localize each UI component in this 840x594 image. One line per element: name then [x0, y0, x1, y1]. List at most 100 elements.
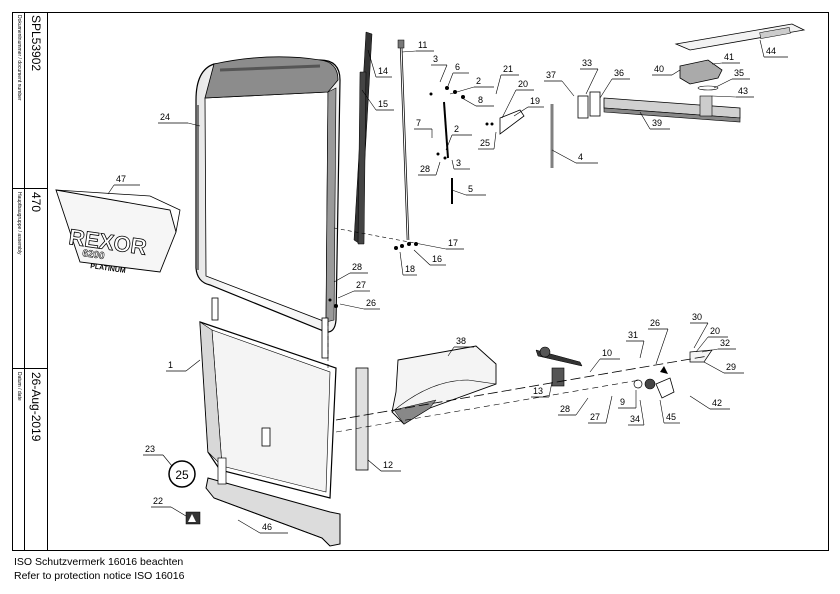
callout-leader	[333, 272, 351, 283]
callout-leader	[639, 399, 645, 426]
callout-number: 27	[590, 412, 600, 422]
callout-39: 39	[639, 111, 670, 130]
callout-23: 23	[143, 444, 173, 467]
callout-30: 30	[690, 312, 709, 349]
lower-door-panel	[199, 321, 337, 499]
callout-number: 23	[145, 444, 155, 454]
callout-leader	[513, 106, 529, 117]
callout-number: 46	[262, 522, 272, 532]
callout-number: 11	[418, 40, 427, 50]
callout-20: 20	[501, 79, 534, 119]
callout-leader	[401, 50, 417, 53]
callout-number: 26	[366, 298, 376, 308]
callout-leader	[399, 251, 404, 276]
callout-17: 17	[419, 238, 464, 250]
callout-number: 39	[652, 118, 662, 128]
callout-number: 13	[533, 386, 543, 396]
callout-leader	[589, 358, 601, 373]
callout-16: 16	[413, 249, 446, 266]
callout-45: 45	[659, 399, 680, 424]
hinge-cover	[679, 59, 723, 91]
number-badge: 25	[168, 460, 196, 488]
callout-number: 38	[456, 336, 466, 346]
callout-6: 6	[447, 62, 469, 87]
callout-number: 44	[766, 46, 776, 56]
callout-leader	[449, 86, 475, 95]
callout-25: 25	[478, 131, 497, 150]
badge-number: 25	[175, 468, 189, 482]
callout-24: 24	[158, 112, 201, 127]
callout-36: 36	[599, 68, 630, 99]
callout-leader	[445, 134, 453, 151]
callout-leader	[689, 395, 711, 410]
callout-8: 8	[461, 95, 494, 107]
callout-38: 38	[447, 336, 474, 357]
callout-leader	[419, 243, 447, 250]
callout-27: 27	[588, 395, 613, 424]
callout-leader	[639, 340, 645, 359]
callout-leader	[185, 359, 201, 372]
callout-29: 29	[703, 361, 744, 374]
callout-number: 4	[578, 152, 583, 162]
callout-number: 28	[560, 404, 570, 414]
callout-leader	[435, 161, 441, 176]
callout-leader	[713, 78, 733, 89]
guard-plate	[391, 345, 497, 425]
callout-leader	[237, 519, 261, 534]
callout-32: 32	[701, 338, 736, 353]
callout-42: 42	[689, 395, 730, 410]
callout-leader	[701, 348, 719, 353]
callout-leader	[367, 459, 382, 472]
callout-number: 43	[738, 86, 748, 96]
callout-34: 34	[628, 399, 645, 426]
callout-40: 40	[652, 64, 681, 76]
callout-44: 44	[759, 39, 788, 58]
callout-number: 24	[160, 112, 170, 122]
callout-number: 18	[405, 264, 415, 274]
callout-13: 13	[531, 381, 553, 398]
callout-15: 15	[361, 89, 394, 111]
assembly-cell: Hauptbaugruppe / assembly 470	[12, 189, 48, 369]
doc-number-cell: Dokumentnummer / document number SPL5390…	[12, 12, 48, 189]
callout-leader	[187, 122, 201, 127]
callout-leader	[671, 69, 681, 76]
callout-46: 46	[237, 519, 288, 534]
callout-2: 2	[449, 76, 494, 95]
callout-number: 25	[480, 138, 490, 148]
hinge-rail	[577, 91, 741, 123]
callout-number: 47	[116, 174, 126, 184]
callout-18: 18	[399, 251, 417, 276]
callout-leader	[461, 97, 477, 107]
callout-number: 5	[468, 184, 473, 194]
callout-leader	[655, 328, 669, 365]
title-block-divider	[24, 12, 25, 551]
callout-leader	[451, 189, 467, 196]
callout-leader	[605, 395, 613, 424]
callout-10: 10	[589, 348, 620, 373]
callout-19: 19	[513, 96, 544, 117]
callout-leader	[599, 78, 613, 99]
callout-4: 4	[551, 149, 598, 164]
callout-number: 9	[620, 397, 625, 407]
callout-number: 45	[666, 412, 676, 422]
callout-number: 33	[582, 58, 592, 68]
callout-leader	[659, 399, 665, 424]
callout-3: 3	[431, 54, 448, 83]
sticker-22	[185, 511, 201, 525]
callout-leader	[639, 111, 651, 130]
lock-assembly	[535, 346, 713, 399]
callout-leader	[339, 303, 365, 310]
callout-leader	[495, 74, 502, 95]
callout-number: 1	[168, 360, 173, 370]
callout-number: 20	[518, 79, 528, 89]
callout-number: 22	[153, 496, 163, 506]
callout-number: 28	[420, 164, 430, 174]
callout-leader	[447, 72, 454, 87]
callout-2: 2	[445, 124, 472, 151]
callout-11: 11	[401, 40, 434, 53]
callout-number: 14	[378, 66, 388, 76]
protection-notice-de: ISO Schutzvermerk 16016 beachten	[14, 556, 184, 568]
callout-number: 19	[530, 96, 540, 106]
callout-number: 34	[630, 414, 640, 424]
